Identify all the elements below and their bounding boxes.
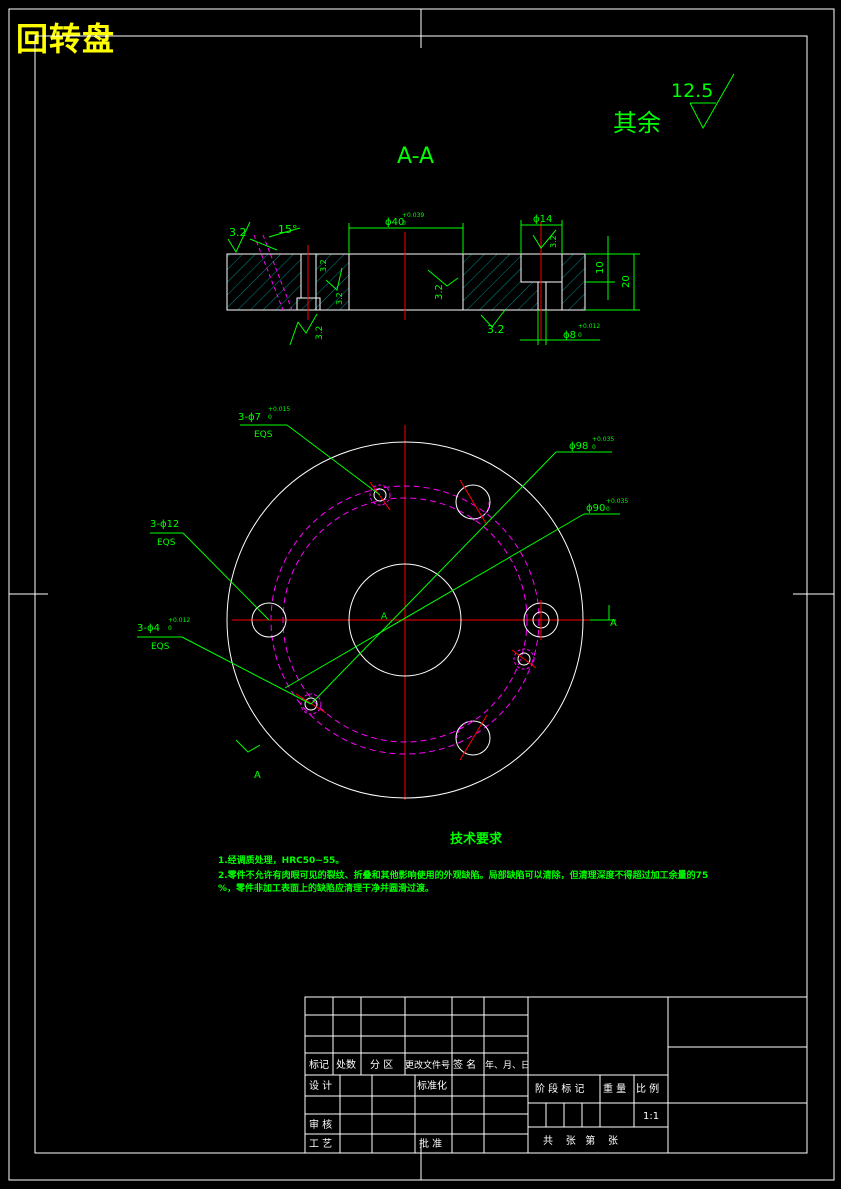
dim-phi8-tol: +0.012 bbox=[578, 323, 600, 330]
dim-holes4-tol: +0.012 bbox=[168, 617, 190, 624]
rough-bottom-left: 3.2 bbox=[315, 326, 325, 340]
dim-10: 10 bbox=[595, 261, 606, 274]
dim-holes4: 3-ϕ4 bbox=[137, 623, 160, 634]
roughness-value: 12.5 bbox=[671, 80, 713, 102]
dim-phi90-tol: +0.035 bbox=[606, 498, 628, 505]
tb-scale-label: 比 例 bbox=[636, 1082, 659, 1095]
tech-line-2: 2.零件不允许有肉眼可见的裂纹、折叠和其他影响使用的外观缺陷。局部缺陷可以清除，… bbox=[218, 871, 709, 881]
dim-phi90-zero: 0 bbox=[606, 506, 610, 513]
rough-bottom-right: 3.2 bbox=[487, 323, 505, 336]
tech-line-1: 1.经调质处理，HRC50~55。 bbox=[218, 856, 345, 866]
dim-phi14: ϕ14 bbox=[533, 214, 552, 225]
tb-scale-value: 1:1 bbox=[643, 1111, 659, 1122]
tb-stage-mark: 阶 段 标 记 bbox=[535, 1082, 585, 1095]
dim-phi98-tol: +0.035 bbox=[592, 436, 614, 443]
dim-angle: 15° bbox=[278, 223, 298, 236]
outer-border bbox=[8, 8, 835, 1181]
tb-date: 年、月、日 bbox=[485, 1059, 530, 1071]
rough-mid-a: 3.2 bbox=[319, 259, 328, 272]
section-label: A-A bbox=[397, 144, 434, 169]
dim-holes7-eqs: EQS bbox=[254, 430, 273, 440]
dim-holes7-tol: +0.015 bbox=[268, 406, 290, 413]
dim-holes4-zero: 0 bbox=[168, 625, 172, 632]
drawing-title: 回转盘 bbox=[16, 20, 116, 58]
dim-holes7-zero: 0 bbox=[268, 414, 272, 421]
dim-20: 20 bbox=[621, 275, 632, 288]
tb-review: 审 核 bbox=[309, 1118, 332, 1131]
dim-phi98: ϕ98 bbox=[569, 441, 588, 452]
title-block-text: 标记 处数 分 区 更改文件号 签 名 年、月、日 设 计 标准化 阶 段 标 … bbox=[309, 1058, 659, 1150]
tb-weight: 重 量 bbox=[603, 1082, 626, 1095]
dim-phi8-zero: 0 bbox=[578, 332, 582, 339]
section-view: ϕ40 +0.039 0 ϕ14 3.2 3.2 3.2 3.2 3.2 15°… bbox=[226, 212, 640, 346]
dim-holes7: 3-ϕ7 bbox=[238, 412, 261, 423]
dim-phi90: ϕ90 bbox=[586, 503, 605, 514]
tb-approve: 批 准 bbox=[419, 1137, 442, 1150]
tb-sheets: 共 张 第 张 bbox=[543, 1134, 618, 1147]
tb-doc-no: 更改文件号 bbox=[405, 1059, 450, 1071]
rough-center: 3.2 bbox=[434, 284, 445, 300]
section-mark-bottom: A bbox=[254, 770, 261, 781]
inner-border bbox=[34, 35, 808, 1154]
plan-view: ϕ98 +0.035 0 ϕ90 +0.035 0 3-ϕ7 +0.015 0 … bbox=[137, 406, 628, 800]
rough-left: 3.2 bbox=[229, 226, 247, 239]
tb-count: 处数 bbox=[336, 1058, 356, 1071]
dim-phi98-zero: 0 bbox=[592, 444, 596, 451]
tb-standard: 标准化 bbox=[417, 1079, 447, 1092]
section-mark-center: A bbox=[381, 612, 388, 622]
roughness-symbol: 其余 12.5 bbox=[613, 73, 735, 137]
tb-zone: 分 区 bbox=[370, 1059, 393, 1071]
dim-phi40-tol: +0.039 bbox=[402, 212, 424, 219]
rough-mid-b: 3.2 bbox=[335, 292, 344, 305]
dim-phi40-zero: 0 bbox=[402, 220, 406, 227]
dim-holes12-eqs: EQS bbox=[157, 538, 176, 548]
tech-line-3: %，零件非加工表面上的缺陷应清理干净并圆滑过渡。 bbox=[218, 884, 435, 894]
section-mark-right: A bbox=[610, 618, 617, 629]
roughness-label: 其余 bbox=[613, 109, 661, 137]
tech-title: 技术要求 bbox=[450, 832, 503, 847]
dim-holes12: 3-ϕ12 bbox=[150, 519, 179, 530]
tb-design: 设 计 bbox=[309, 1079, 332, 1092]
tb-mark: 标记 bbox=[309, 1059, 329, 1071]
tb-sign: 签 名 bbox=[453, 1058, 476, 1071]
dim-holes4-eqs: EQS bbox=[151, 642, 170, 652]
dim-phi40: ϕ40 bbox=[385, 217, 404, 228]
rough-top: 3.2 bbox=[549, 235, 558, 248]
dim-phi8: ϕ8 bbox=[563, 330, 576, 341]
tb-process: 工 艺 bbox=[309, 1138, 332, 1150]
title-block bbox=[304, 996, 808, 1154]
